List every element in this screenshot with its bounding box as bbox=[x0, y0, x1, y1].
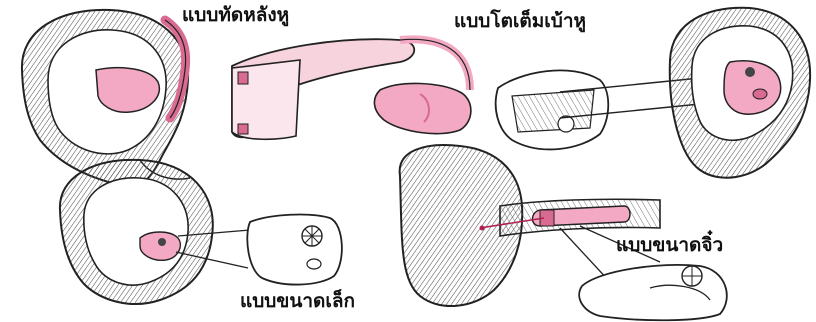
ear-bte-illustration bbox=[22, 10, 190, 186]
ear-itc-illustration bbox=[60, 160, 250, 304]
label-completely-in-canal: แบบขนาดจิ๋ว bbox=[616, 236, 723, 255]
label-in-the-ear: แบบโตเต็มเบ้าหู bbox=[454, 12, 586, 31]
bte-device-illustration bbox=[232, 39, 471, 139]
label-behind-the-ear: แบบทัดหลังหู bbox=[182, 6, 289, 25]
ear-ite-illustration bbox=[670, 8, 810, 178]
itc-device-sketch bbox=[247, 215, 342, 285]
label-in-the-canal: แบบขนาดเล็ก bbox=[240, 292, 355, 311]
